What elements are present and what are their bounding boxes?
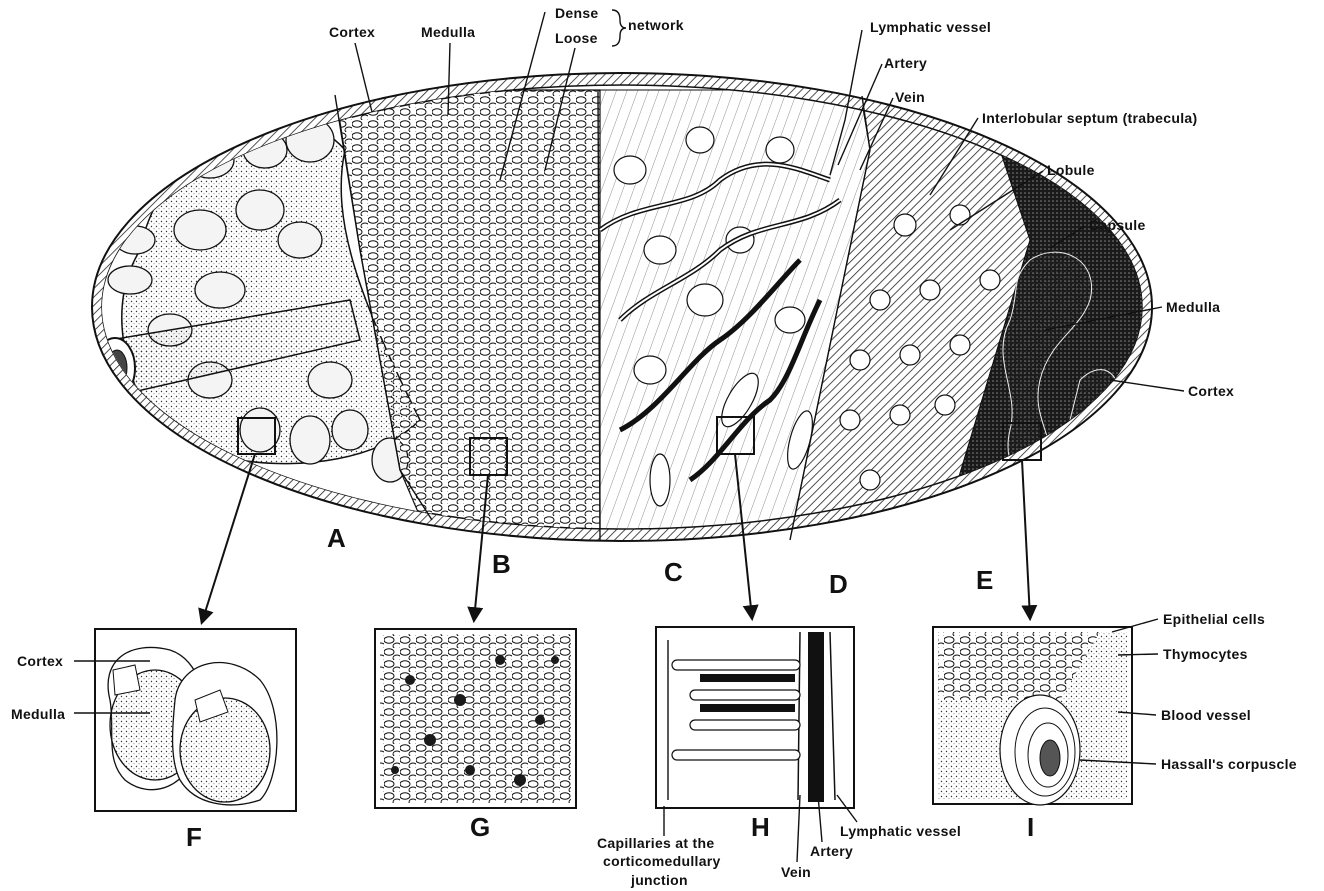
label-vein: Vein	[895, 89, 925, 105]
panel-letter-g: G	[470, 812, 490, 842]
label-medulla: Medulla	[421, 24, 475, 40]
panel-letter-i: I	[1027, 812, 1034, 842]
panel-h-label-capillaries-1: Capillaries at the	[597, 835, 714, 851]
network-brace	[612, 10, 626, 46]
section-letter-c: C	[664, 557, 683, 587]
arrow-to-i	[1022, 460, 1030, 618]
panel-letter-f: F	[186, 822, 202, 852]
panel-i-label-blood-vessel: Blood vessel	[1161, 707, 1251, 723]
label-loose: Loose	[555, 30, 598, 46]
panel-f	[95, 629, 296, 811]
label-lobule: Lobule	[1047, 162, 1095, 178]
label-lymphatic-vessel: Lymphatic vessel	[870, 19, 991, 35]
panel-g	[375, 629, 576, 808]
panel-h-label-capillaries-2: corticomedullary	[603, 853, 721, 869]
panel-h-label-artery: Artery	[810, 843, 853, 859]
arrow-to-f	[202, 454, 255, 622]
panel-i-label-epithelial: Epithelial cells	[1163, 611, 1265, 627]
section-letter-e: E	[976, 565, 993, 595]
label-septum: Interlobular septum (trabecula)	[982, 110, 1197, 126]
section-letter-b: B	[492, 549, 511, 579]
panel-h-label-lymphatic: Lymphatic vessel	[840, 823, 961, 839]
panel-i-label-thymocytes: Thymocytes	[1163, 646, 1248, 662]
panel-i-label-hassall: Hassall's corpuscle	[1161, 756, 1297, 772]
label-network: network	[628, 17, 684, 33]
section-letter-d: D	[829, 569, 848, 599]
label-cortex: Cortex	[329, 24, 375, 40]
section-letter-a: A	[327, 523, 346, 553]
panel-h	[656, 627, 854, 808]
label-medulla-right: Medulla	[1166, 299, 1220, 315]
panel-f-label-medulla: Medulla	[11, 706, 65, 722]
panel-f-label-cortex: Cortex	[17, 653, 63, 669]
label-artery: Artery	[884, 55, 927, 71]
panel-letter-h: H	[751, 812, 770, 842]
panel-i	[933, 627, 1132, 805]
label-capsule: Capsule	[1089, 217, 1146, 233]
label-cortex-right: Cortex	[1188, 383, 1234, 399]
label-dense: Dense	[555, 5, 599, 21]
panel-h-label-capillaries-3: junction	[630, 872, 688, 888]
panel-h-label-vein: Vein	[781, 864, 811, 880]
